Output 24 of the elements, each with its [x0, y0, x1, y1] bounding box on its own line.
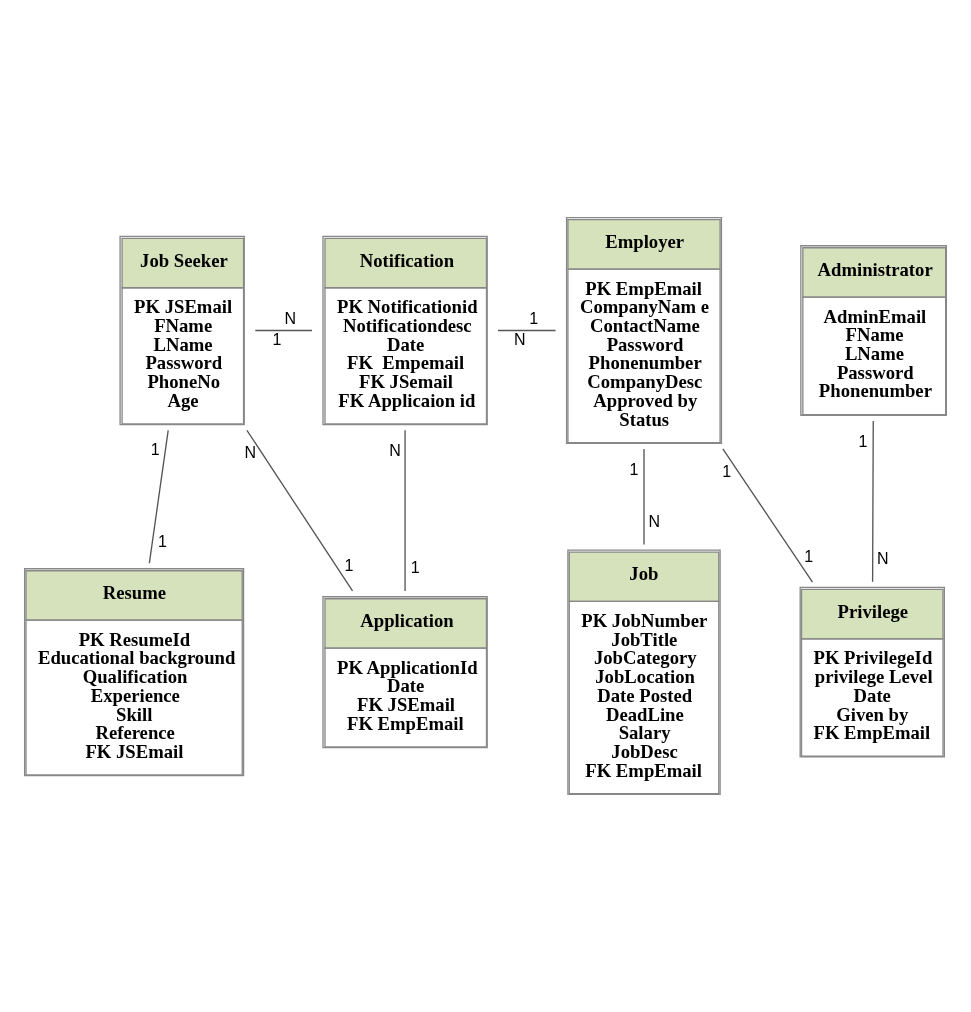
label: N — [244, 444, 257, 462]
label: 1 — [529, 310, 539, 328]
label: 1 — [272, 330, 282, 348]
label: N — [389, 442, 401, 460]
label: N — [648, 512, 660, 530]
connector — [871, 420, 874, 583]
connector — [148, 429, 169, 564]
label: 1 — [344, 557, 354, 575]
label: 1 — [150, 440, 160, 458]
label: 1 — [158, 533, 167, 551]
label: 1 — [804, 548, 814, 566]
label: 1 — [629, 460, 639, 478]
label: 1 — [722, 462, 732, 480]
connector — [254, 329, 313, 332]
connector — [404, 429, 406, 592]
label: 1 — [410, 559, 420, 577]
label: N — [513, 330, 526, 348]
connector — [497, 329, 557, 332]
connector — [643, 448, 645, 546]
label: N — [877, 550, 889, 568]
label: 1 — [858, 432, 868, 450]
connector — [246, 429, 354, 592]
label: N — [284, 310, 297, 328]
connector — [722, 448, 814, 583]
